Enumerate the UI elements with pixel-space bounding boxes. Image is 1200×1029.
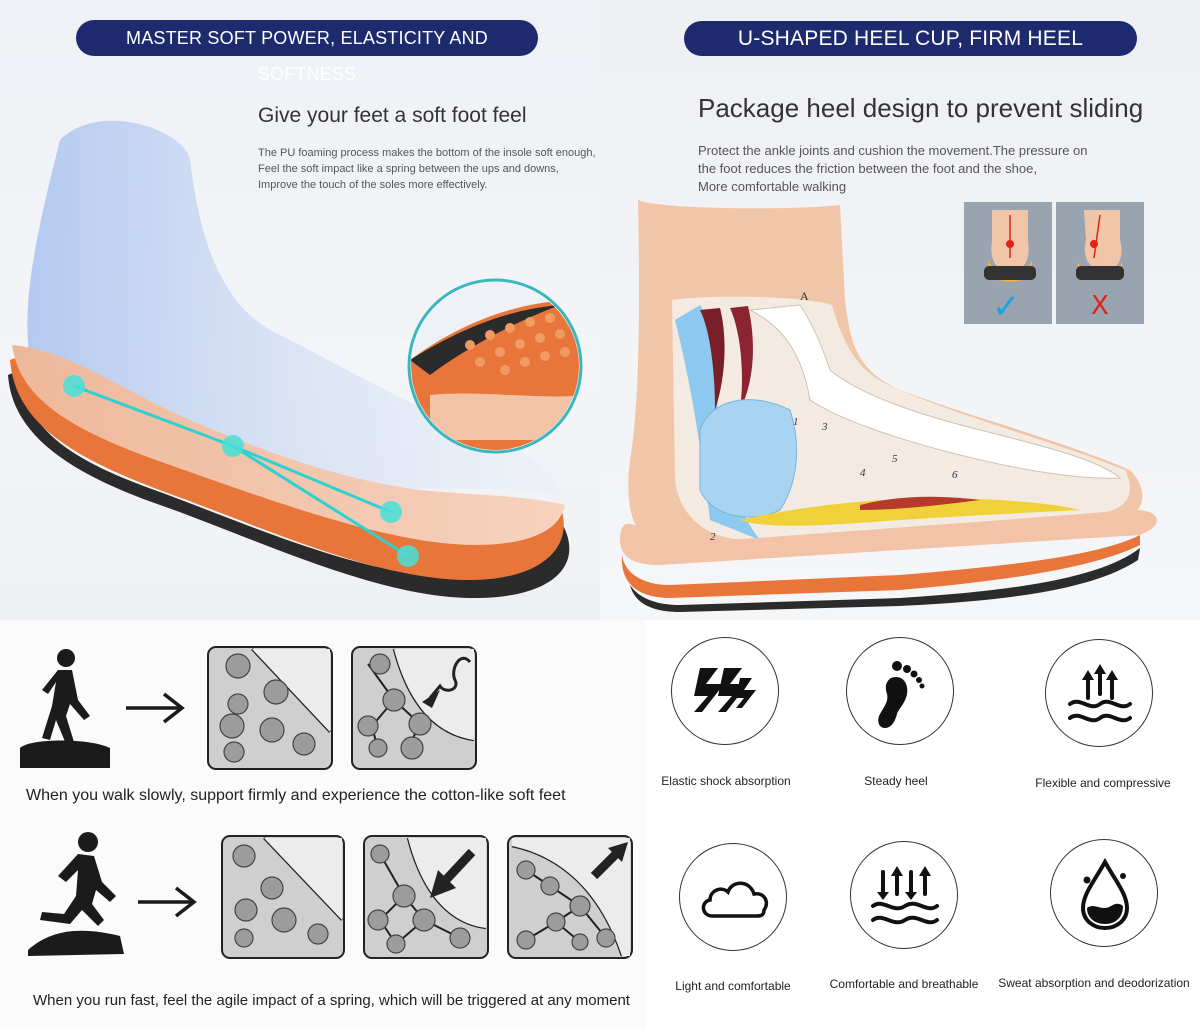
bone-number: 3 xyxy=(821,421,828,433)
heel-cup-heading: Package heel design to prevent sliding xyxy=(698,93,1144,123)
heel-insole-black xyxy=(630,548,1140,612)
check-mark: ✓ xyxy=(992,287,1021,327)
feature-shock-absorption xyxy=(671,637,779,745)
heel-cup-panel: U-SHAPED HEEL CUP, FIRM HEEL Package hee… xyxy=(600,0,1200,620)
soft-feel-desc-line: Improve the touch of the soles more effe… xyxy=(258,179,488,191)
breathable-icon xyxy=(871,866,939,925)
feature-label: Elastic shock absorption xyxy=(661,774,791,788)
feature-steady-heel xyxy=(846,637,954,745)
feature-label: Comfortable and breathable xyxy=(829,977,979,991)
pressure-points xyxy=(63,375,419,567)
heel-comparison-good: ✓ xyxy=(964,202,1052,327)
bone-number: 4 xyxy=(860,467,866,479)
muscle-red-2 xyxy=(730,306,753,410)
walk-cushion-compressed xyxy=(351,646,477,770)
shock-absorption-icon xyxy=(694,668,756,712)
run-cushion-relaxed xyxy=(221,835,345,959)
features-panel: Elastic shock absorption Steady heel xyxy=(645,620,1200,1029)
heel-cup-desc-line: Protect the ankle joints and cushion the… xyxy=(698,143,1088,158)
walk-cushion-relaxed xyxy=(207,646,333,770)
squiggle-arrow-icon xyxy=(428,656,472,699)
arch-red xyxy=(860,496,980,510)
soft-feel-desc-line: The PU foaming process makes the bottom … xyxy=(258,147,596,159)
bone-number: 2 xyxy=(710,531,716,543)
feature-flexible xyxy=(1045,639,1153,747)
feature-label: Flexible and compressive xyxy=(1035,776,1171,790)
insole-illustration xyxy=(8,120,583,599)
calcaneus xyxy=(699,399,797,518)
foot-silhouette xyxy=(27,120,560,501)
run-caption: When you run fast, feel the agile impact… xyxy=(33,992,630,1009)
arrow-right-icon xyxy=(126,692,185,724)
insole-base xyxy=(8,370,570,599)
run-cushion-rebound xyxy=(507,835,633,959)
flex-waves-icon xyxy=(1068,664,1132,723)
walk-run-diagrams xyxy=(20,646,633,959)
heel-cup-desc-line: More comfortable walking xyxy=(698,179,847,194)
walking-person-icon xyxy=(20,649,110,768)
muscle-red xyxy=(700,308,725,410)
heel-insole-top xyxy=(620,510,1157,565)
soft-power-banner: MASTER SOFT POWER, ELASTICITY AND SOFTNE… xyxy=(76,20,538,84)
anatomy-label: A xyxy=(800,289,809,303)
heel-comparison-bad: X xyxy=(1056,202,1144,324)
soft-feel-desc-line: Feel the soft impact like a spring betwe… xyxy=(258,163,559,175)
arch-ligament xyxy=(740,498,1080,526)
feature-light xyxy=(679,843,787,951)
bone-white xyxy=(748,304,1122,479)
heel-cup-desc-line: the foot reduces the friction between th… xyxy=(698,161,1037,176)
insole-top-layer xyxy=(12,345,565,545)
feature-label: Light and comfortable xyxy=(675,979,791,993)
feature-label: Sweat absorption and deodorization xyxy=(998,976,1190,990)
bone-number: 6 xyxy=(952,469,958,481)
run-cushion-compressed xyxy=(363,835,489,959)
heel-insole-orange xyxy=(621,535,1140,598)
running-person-icon xyxy=(28,832,124,956)
walk-run-panel: When you walk slowly, support firmly and… xyxy=(0,620,645,1029)
soft-feel-description: The PU foaming process makes the bottom … xyxy=(258,145,598,193)
heel-cup-description: Protect the ankle joints and cushion the… xyxy=(698,142,1118,196)
feature-label: Steady heel xyxy=(864,774,928,788)
arrow-right-icon xyxy=(138,886,197,918)
heel-cup-banner: U-SHAPED HEEL CUP, FIRM HEEL xyxy=(684,21,1137,56)
cross-mark: X xyxy=(1091,291,1109,321)
walk-caption: When you walk slowly, support firmly and… xyxy=(26,787,566,804)
feature-sweat-absorption xyxy=(1050,839,1158,947)
bone-number: 1 xyxy=(793,416,799,428)
feature-breathable xyxy=(850,841,958,949)
water-drop-icon xyxy=(1080,857,1130,931)
cloud-icon xyxy=(701,881,769,918)
bone-number: 5 xyxy=(892,453,898,465)
soft-feel-panel: MASTER SOFT POWER, ELASTICITY AND SOFTNE… xyxy=(0,0,600,620)
footprint-icon xyxy=(878,661,925,728)
zoom-detail-circle xyxy=(407,278,583,454)
foot-anatomy-illustration: A 1 2 3 4 5 6 ✓ xyxy=(620,200,1157,612)
soft-feel-heading: Give your feet a soft foot feel xyxy=(258,104,527,127)
